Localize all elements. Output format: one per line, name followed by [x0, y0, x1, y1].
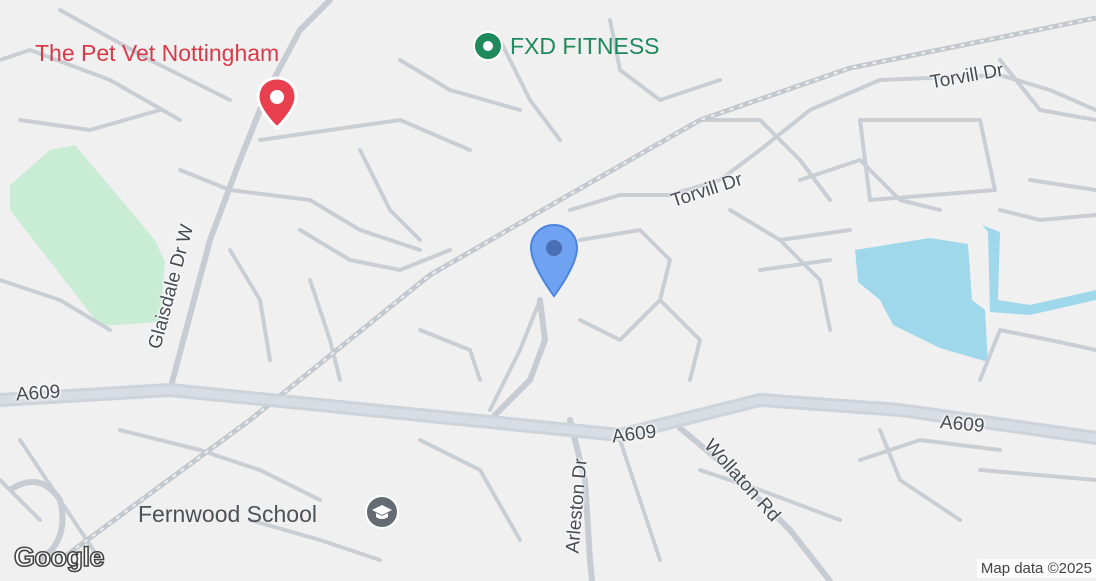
road-label-a609-west: A609: [15, 381, 62, 406]
water-body: [855, 238, 988, 362]
green-place-pin-icon[interactable]: [472, 30, 504, 62]
water-channel: [982, 225, 1096, 315]
railway-line: [58, 15, 1096, 563]
school-icon[interactable]: [364, 494, 400, 530]
map-attribution[interactable]: Map data ©2025: [976, 559, 1096, 578]
blue-location-pin-icon[interactable]: [526, 222, 582, 300]
poi-label-school[interactable]: Fernwood School: [138, 501, 317, 527]
park-area: [10, 145, 165, 326]
google-logo[interactable]: Google: [13, 541, 105, 573]
poi-label-fitness[interactable]: FXD FITNESS: [510, 33, 660, 59]
road-label-a609-east: A609: [939, 412, 986, 437]
local-streets: [167, 0, 833, 581]
minor-roads: [0, 8, 1096, 562]
red-place-pin-icon[interactable]: [254, 76, 300, 132]
poi-label-vet[interactable]: The Pet Vet Nottingham: [35, 40, 280, 66]
roundabout: [8, 479, 66, 563]
